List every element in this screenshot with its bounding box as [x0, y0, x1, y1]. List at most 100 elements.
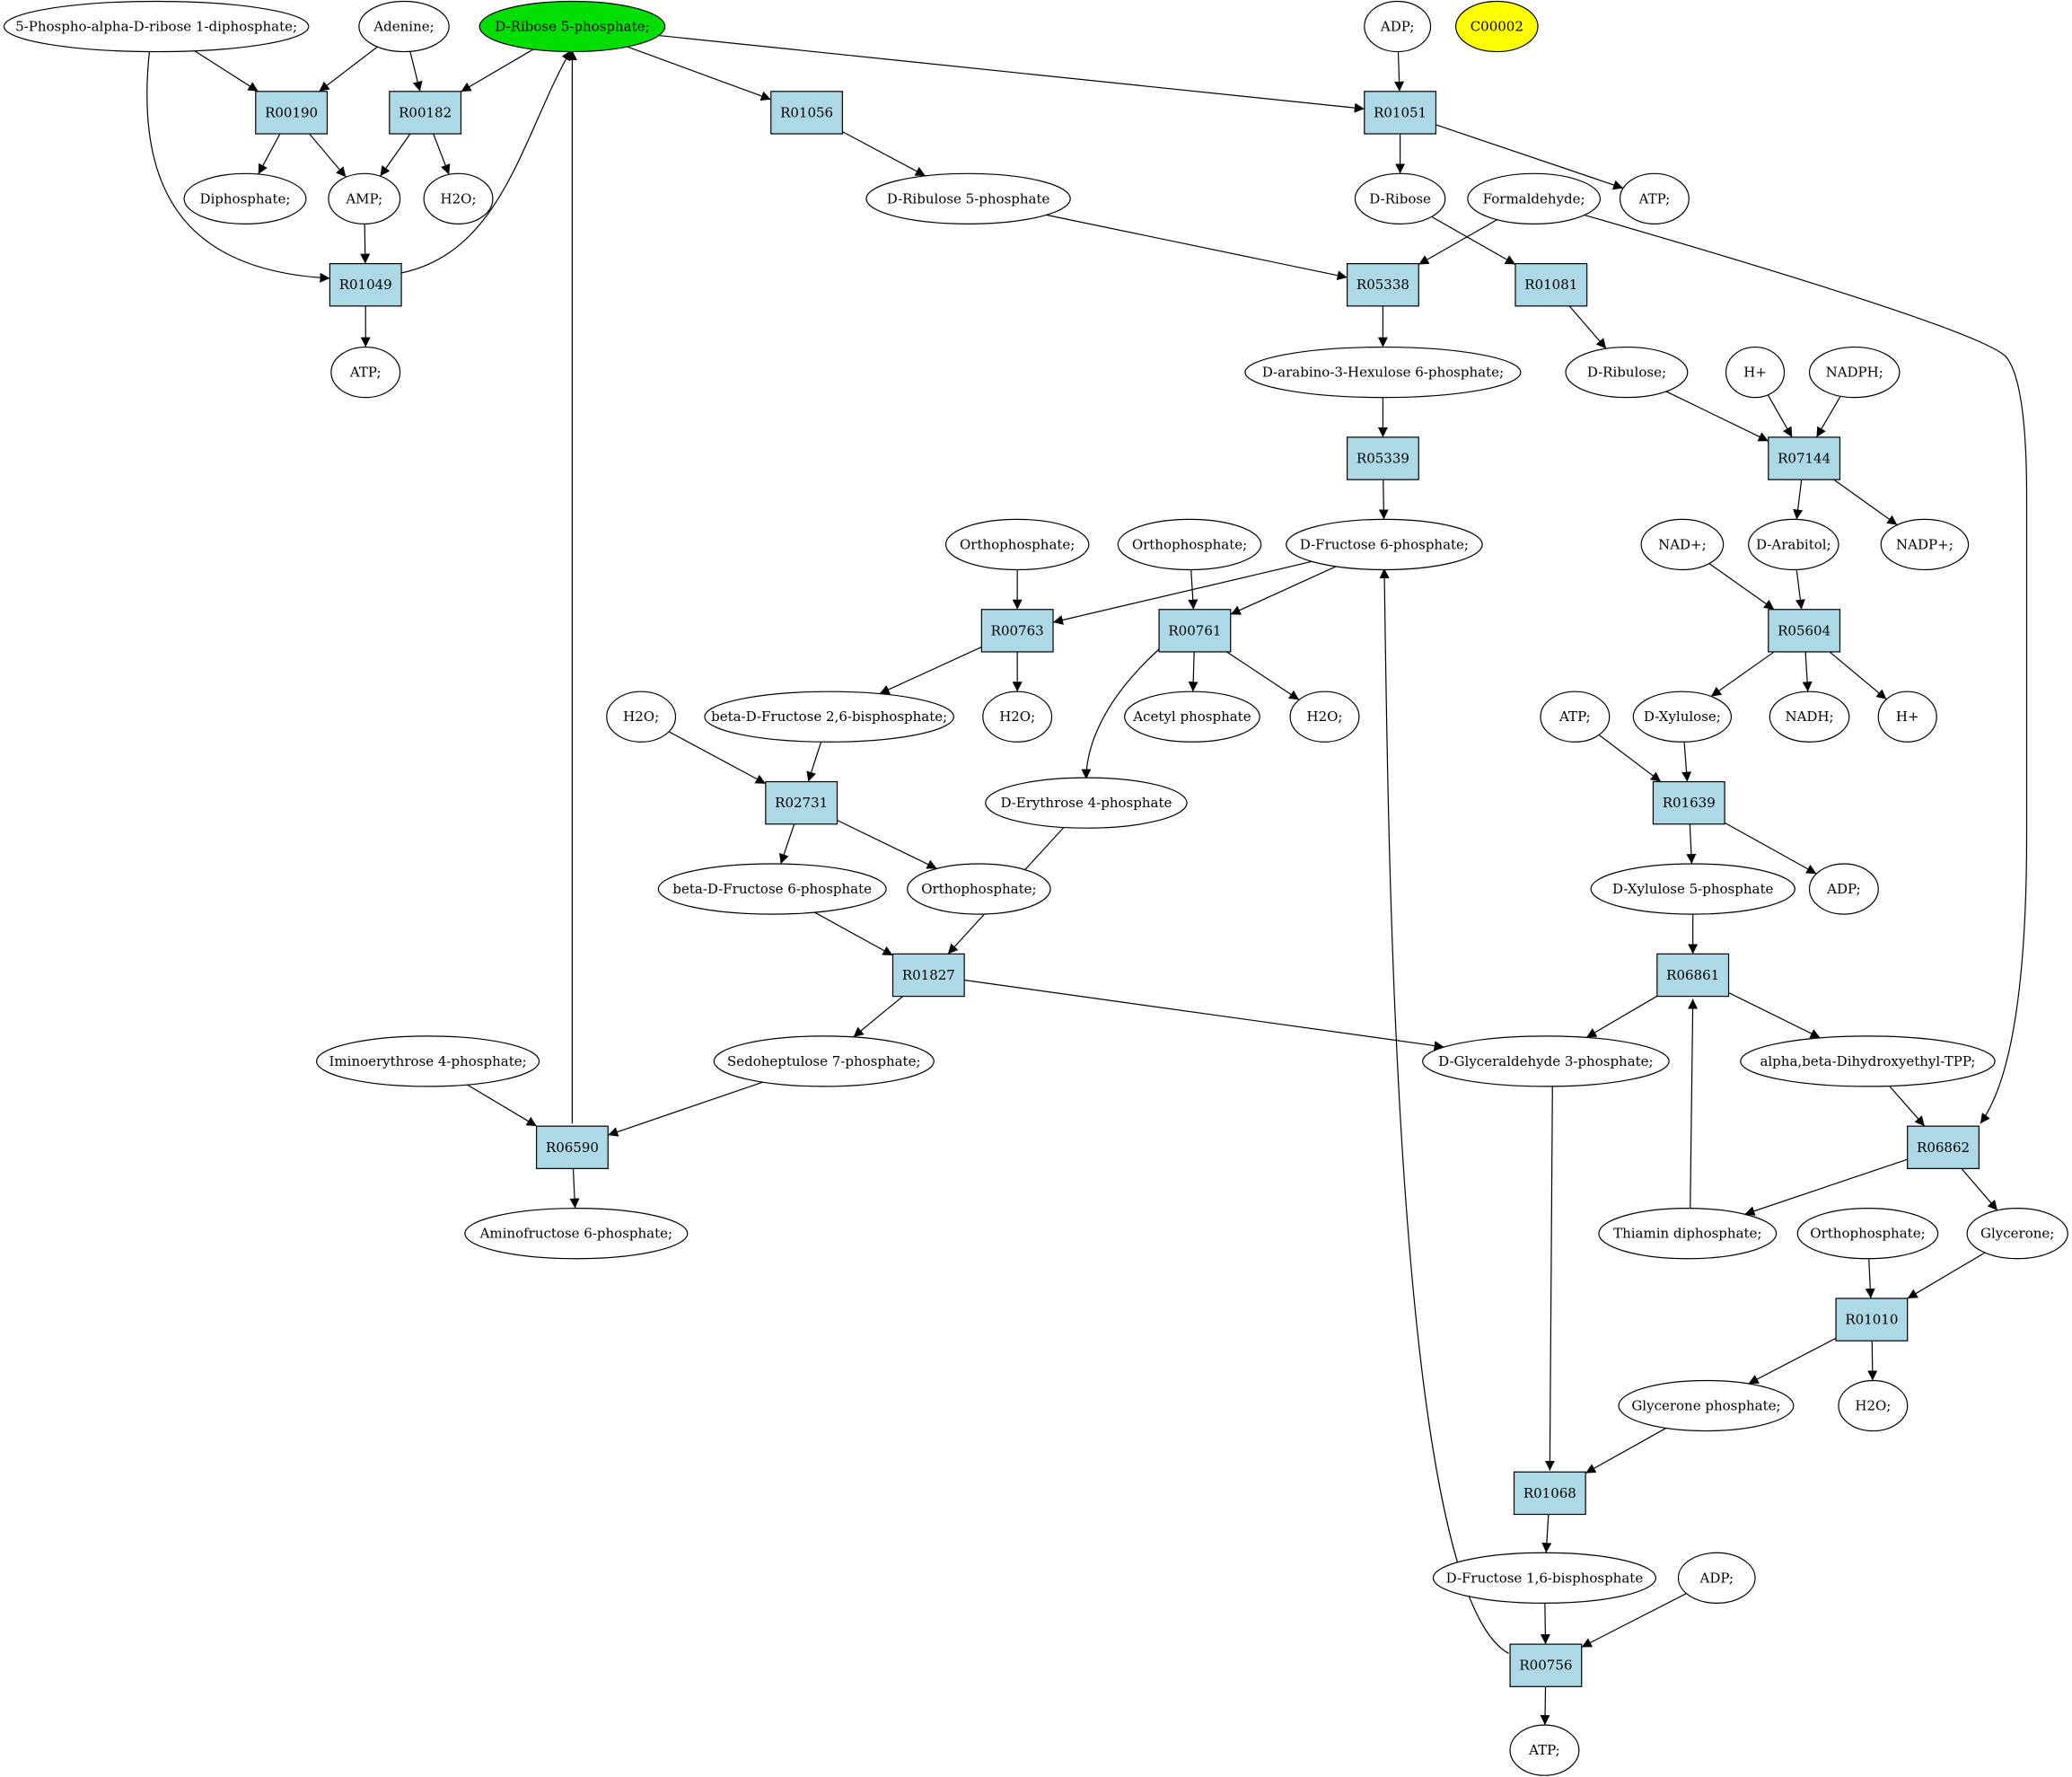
reaction-node-R00763[interactable]: R00763	[980, 609, 1054, 653]
molecule-node-formald[interactable]: Formaldehyde;	[1467, 172, 1602, 224]
molecule-node-r5p[interactable]: D-Ribose 5-phosphate;	[478, 0, 666, 53]
molecule-ellipse	[1619, 172, 1690, 224]
reaction-box	[1656, 953, 1730, 998]
edge-R01051-to-atp1	[1435, 124, 1624, 190]
molecule-node-h2o3[interactable]: H2O;	[606, 691, 677, 743]
molecule-node-nadh[interactable]: NADH;	[1769, 691, 1850, 743]
edge-R05604-to-xylulose	[1710, 651, 1775, 698]
molecule-ellipse	[907, 863, 1051, 915]
reaction-node-R01081[interactable]: R01081	[1514, 263, 1588, 307]
molecule-node-ru5p[interactable]: D-Ribulose 5-phosphate	[865, 172, 1071, 224]
molecule-node-f6p[interactable]: D-Fructose 6-phosphate;	[1286, 518, 1483, 571]
molecule-node-orthoB[interactable]: Orthophosphate;	[1117, 518, 1262, 571]
reaction-node-R05339[interactable]: R05339	[1346, 436, 1419, 480]
edge-formald-to-R05338	[1418, 219, 1498, 266]
reaction-node-R01010[interactable]: R01010	[1835, 1298, 1909, 1342]
molecule-label: Orthophosphate;	[921, 881, 1036, 897]
molecule-node-nadplus[interactable]: NAD+;	[1640, 518, 1725, 571]
reaction-label: R05339	[1356, 451, 1409, 467]
reaction-node-R02731[interactable]: R02731	[765, 780, 838, 825]
molecule-ellipse	[3, 0, 310, 53]
molecule-node-h2o2[interactable]: H2O;	[982, 691, 1053, 743]
reaction-label: R01827	[902, 967, 955, 983]
reaction-node-R00182[interactable]: R00182	[389, 91, 462, 135]
molecule-ellipse	[1618, 1379, 1795, 1432]
reaction-node-R06861[interactable]: R06861	[1656, 953, 1730, 998]
reaction-node-R01051[interactable]: R01051	[1364, 91, 1437, 135]
molecule-node-adhtpp[interactable]: alpha,beta-Dihydroxyethyl-TPP;	[1740, 1035, 1996, 1087]
molecule-node-g3p[interactable]: D-Glyceraldehyde 3-phosphate;	[1422, 1035, 1670, 1087]
molecule-node-nadpplus[interactable]: NADP+;	[1880, 518, 1970, 571]
molecule-node-xylulose[interactable]: D-Xylulose;	[1632, 691, 1733, 743]
reaction-label: R05338	[1356, 277, 1409, 293]
molecule-ellipse	[1769, 691, 1850, 743]
reaction-label: R01049	[339, 277, 392, 293]
reaction-node-R01827[interactable]: R01827	[891, 953, 965, 998]
molecule-node-ribulose[interactable]: D-Ribulose;	[1565, 346, 1689, 399]
reaction-node-R00756[interactable]: R00756	[1509, 1643, 1583, 1687]
edge-R01639-to-adp2	[1724, 822, 1817, 875]
molecule-node-acetylp[interactable]: Acetyl phosphate	[1124, 691, 1260, 743]
molecule-node-amp[interactable]: AMP;	[328, 172, 401, 224]
reaction-node-R06862[interactable]: R06862	[1907, 1125, 1980, 1169]
molecule-node-atp2[interactable]: ATP;	[330, 346, 401, 399]
molecule-node-orthoD[interactable]: Orthophosphate;	[1796, 1208, 1939, 1260]
molecule-node-aminof6p[interactable]: Aminofructose 6-phosphate;	[464, 1208, 689, 1260]
molecule-node-adenine[interactable]: Adenine;	[358, 0, 450, 53]
reaction-node-R06590[interactable]: R06590	[535, 1125, 609, 1169]
molecule-node-tpp[interactable]: Thiamin diphosphate;	[1598, 1208, 1778, 1260]
reaction-node-R00190[interactable]: R00190	[255, 91, 329, 135]
molecule-node-hexulose[interactable]: D-arabino-3-Hexulose 6-phosphate;	[1244, 346, 1522, 399]
molecule-node-adp3[interactable]: ADP;	[1677, 1552, 1756, 1604]
molecule-node-atp3[interactable]: ATP;	[1540, 691, 1611, 743]
reaction-node-R01056[interactable]: R01056	[770, 91, 844, 135]
molecule-node-h2o5[interactable]: H2O;	[1838, 1379, 1909, 1432]
reaction-label: R07144	[1778, 451, 1831, 467]
edge-glycerone-to-R01010	[1907, 1252, 1986, 1299]
molecule-node-glycerone[interactable]: Glycerone;	[1966, 1208, 2068, 1260]
reaction-node-R01068[interactable]: R01068	[1513, 1471, 1586, 1516]
molecule-node-c00002[interactable]: C00002	[1454, 0, 1539, 53]
molecule-node-bf6p[interactable]: beta-D-Fructose 6-phosphate	[657, 863, 887, 915]
edge-arabitol-to-R05604	[1795, 569, 1805, 610]
reaction-box	[1158, 609, 1232, 653]
molecule-node-orthoA[interactable]: Orthophosphate;	[944, 518, 1090, 571]
molecule-node-dribose[interactable]: D-Ribose	[1354, 172, 1446, 224]
reaction-node-R00761[interactable]: R00761	[1158, 609, 1232, 653]
molecule-node-e4p[interactable]: D-Erythrose 4-phosphate	[985, 777, 1188, 829]
molecule-ellipse	[982, 691, 1053, 743]
molecule-node-atp1[interactable]: ATP;	[1619, 172, 1690, 224]
molecule-node-imino[interactable]: Iminoerythrose 4-phosphate;	[316, 1035, 540, 1087]
reaction-node-R07144[interactable]: R07144	[1768, 436, 1841, 480]
molecule-node-x5p[interactable]: D-Xylulose 5-phosphate	[1590, 863, 1795, 915]
reaction-node-R01049[interactable]: R01049	[329, 263, 402, 307]
molecule-label: AMP;	[345, 190, 382, 207]
molecule-node-h2o1[interactable]: H2O;	[423, 172, 494, 224]
molecule-ellipse	[316, 1035, 540, 1087]
molecule-node-atp4[interactable]: ATP;	[1509, 1724, 1580, 1776]
molecule-node-h2o4[interactable]: H2O;	[1289, 691, 1360, 743]
reaction-box	[535, 1125, 609, 1169]
molecule-node-fbp[interactable]: D-Fructose 1,6-bisphosphate	[1432, 1552, 1656, 1604]
molecule-label: ATP;	[1638, 190, 1671, 207]
molecule-node-adp1[interactable]: ADP;	[1364, 0, 1432, 53]
molecule-label: H2O;	[623, 708, 659, 725]
molecule-node-prpp[interactable]: 5-Phospho-alpha-D-ribose 1-diphosphate;	[3, 0, 310, 53]
reaction-node-R05604[interactable]: R05604	[1768, 609, 1841, 653]
molecule-node-hplus2[interactable]: H+	[1877, 691, 1937, 743]
molecule-node-orthoC[interactable]: Orthophosphate;	[907, 863, 1051, 915]
edge-ru5p-to-R05338	[1046, 214, 1348, 281]
reaction-node-R01639[interactable]: R01639	[1652, 780, 1725, 825]
reaction-box	[329, 263, 402, 307]
molecule-node-diphos[interactable]: Diphosphate;	[183, 172, 307, 224]
edge-R01827-to-s7p	[853, 996, 904, 1038]
molecule-node-bf26[interactable]: beta-D-Fructose 2,6-bisphosphate;	[704, 691, 954, 743]
molecule-node-nadph[interactable]: NADPH;	[1808, 346, 1901, 399]
molecule-node-dhap[interactable]: Glycerone phosphate;	[1618, 1379, 1795, 1432]
molecule-node-s7p[interactable]: Sedoheptulose 7-phosphate;	[713, 1035, 935, 1087]
molecule-node-hplus1[interactable]: H+	[1725, 346, 1786, 399]
reaction-node-R05338[interactable]: R05338	[1346, 263, 1419, 307]
molecule-node-arabitol[interactable]: D-Arabitol;	[1748, 518, 1839, 571]
molecule-node-adp2[interactable]: ADP;	[1808, 863, 1879, 915]
edge-adp3-to-R00756	[1581, 1593, 1687, 1648]
